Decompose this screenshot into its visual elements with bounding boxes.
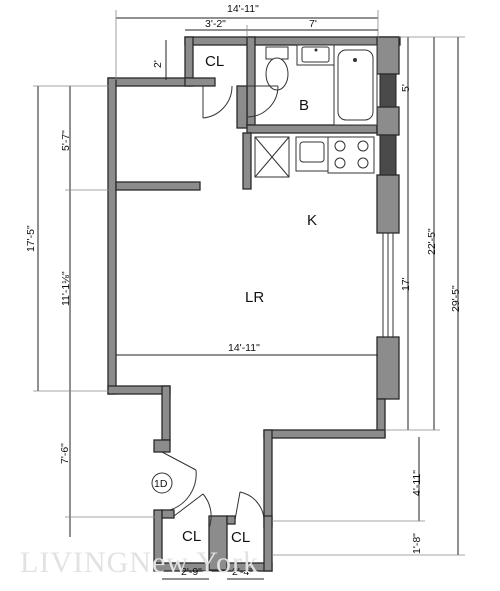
dim-right-total: 29'-5" <box>450 285 462 312</box>
dim-closet-depth: 2' <box>152 60 164 68</box>
dim-right-upper: 22'-5" <box>426 228 438 255</box>
entry-label: 1D <box>154 478 168 490</box>
dim-foyer-depth: 4'-11" <box>411 470 423 496</box>
dim-closet-bottom-depth: 1'-8" <box>411 533 423 554</box>
dimension-labels: 14'-11" 3'-2" 7' 2' 14'-11" 5'-7" 11'-1⅛… <box>25 3 462 578</box>
bath-fixtures <box>265 44 378 126</box>
room-labels: CL B K LR CL CL <box>182 53 317 546</box>
label-living-room: LR <box>245 289 264 306</box>
label-kitchen: K <box>307 212 317 229</box>
dim-lr-depth: 17'-5" <box>25 225 37 252</box>
dim-top-width: 14'-11" <box>227 3 259 15</box>
dim-bath-width: 7' <box>309 18 317 30</box>
label-bathroom: B <box>299 97 309 114</box>
label-closet-top: CL <box>205 53 224 70</box>
dim-kitchen-lr-depth: 17' <box>400 277 412 291</box>
walls <box>107 36 401 572</box>
dim-bath-depth: 5' <box>400 84 412 92</box>
doors <box>161 85 279 529</box>
label-closet-right: CL <box>231 529 250 546</box>
kitchen-fixtures <box>254 136 375 178</box>
dim-middle-left: 11'-1⅛" <box>60 271 72 306</box>
dim-upper-left: 5'-7" <box>60 130 72 151</box>
entry-marker: 1D <box>151 472 173 494</box>
windows <box>379 73 397 338</box>
dimension-lines <box>33 10 465 580</box>
label-closet-left: CL <box>182 528 201 545</box>
dim-lower-left: 7'-6" <box>59 443 71 464</box>
dim-closet-left-width: 2'-9" <box>181 566 202 578</box>
dim-lr-width: 14'-11" <box>228 342 260 354</box>
dim-closet-right-width: 2'-4" <box>232 566 253 578</box>
watermark: LIVINGNew York <box>20 546 259 579</box>
dim-closet-width: 3'-2" <box>205 18 226 30</box>
